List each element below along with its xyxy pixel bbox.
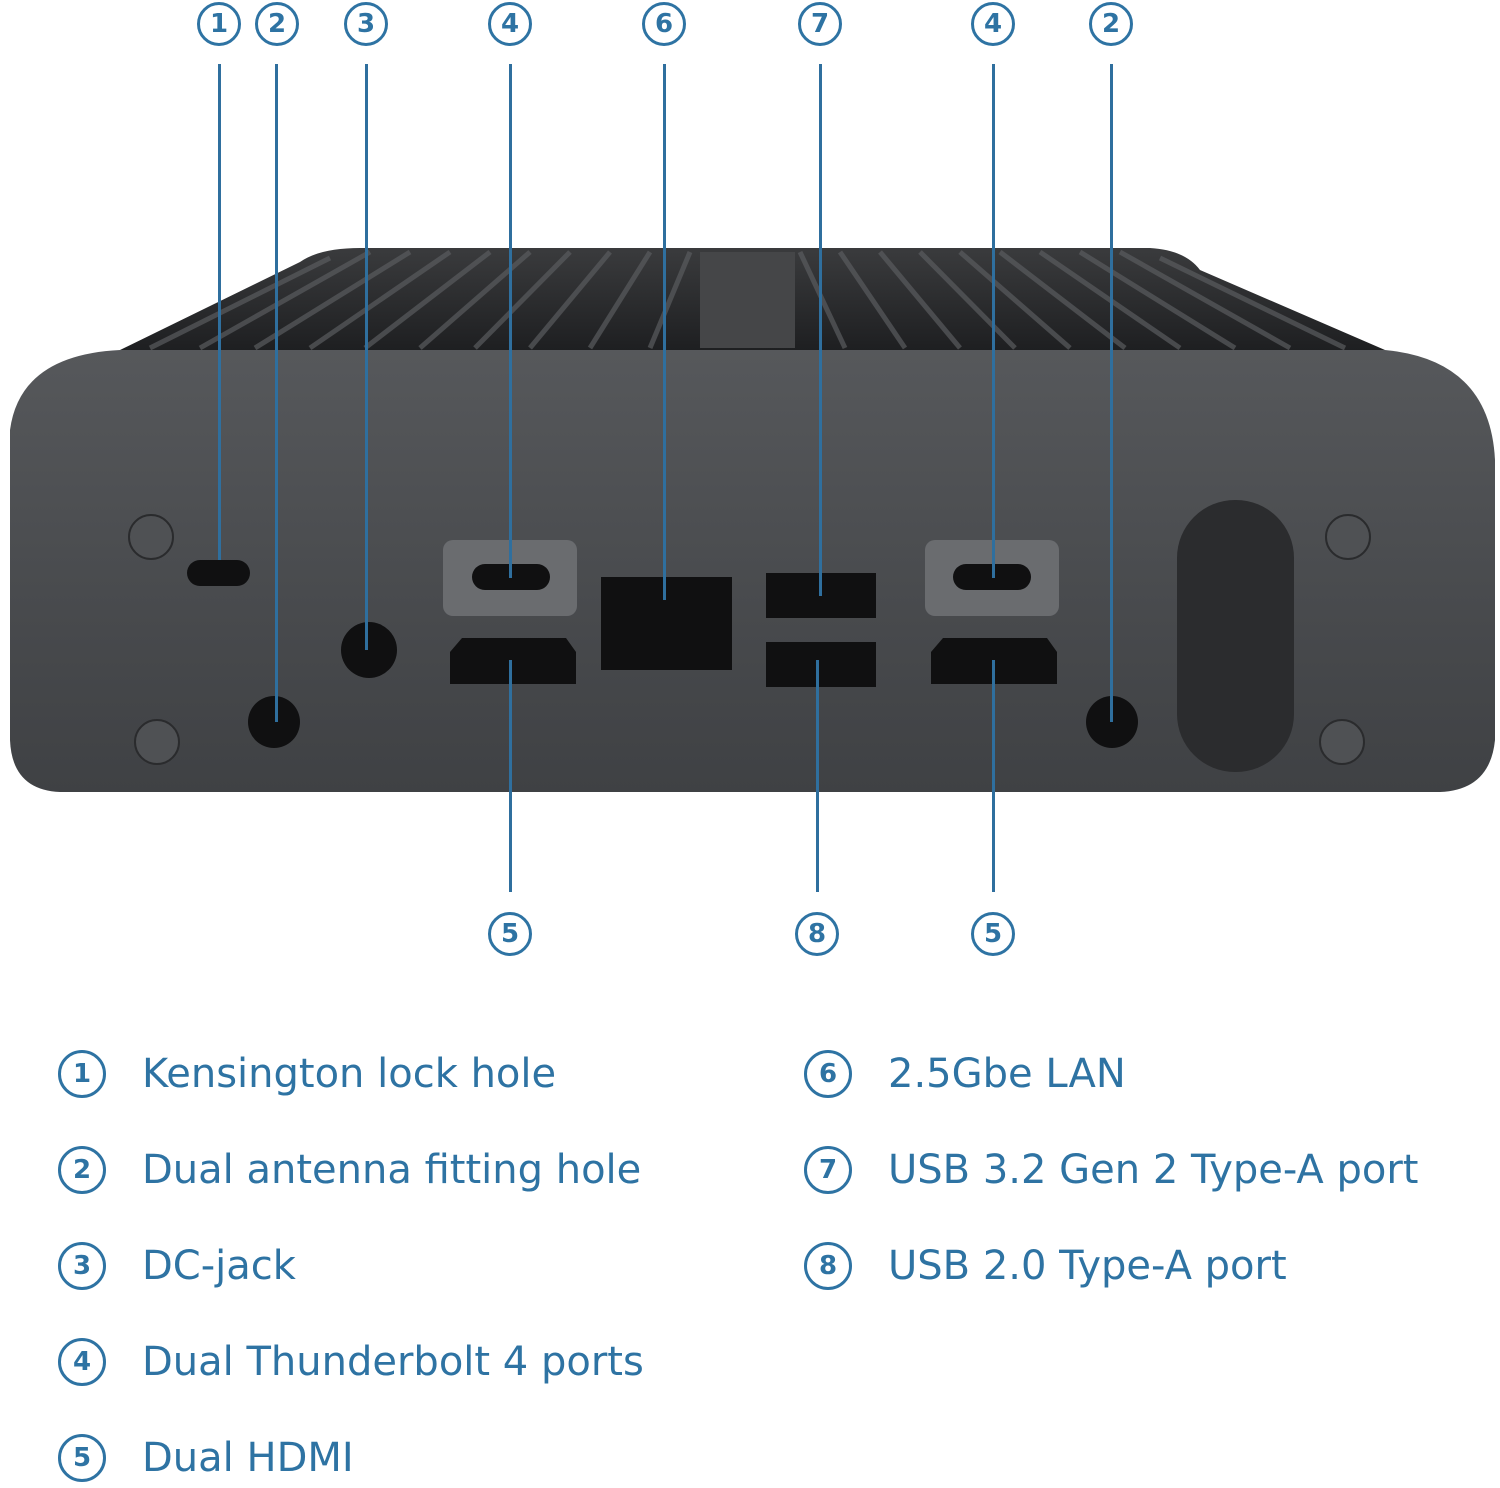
leader-line bbox=[274, 64, 278, 722]
callout-badge: 5 bbox=[971, 912, 1015, 956]
legend-label: USB 2.0 Type-A port bbox=[888, 1243, 1287, 1289]
callout-badge: 4 bbox=[971, 2, 1015, 46]
legend-item: 3 DC-jack bbox=[58, 1236, 296, 1296]
callout-badge: 8 bbox=[795, 912, 839, 956]
legend-label: DC-jack bbox=[142, 1243, 296, 1289]
legend-item: 1 Kensington lock hole bbox=[58, 1044, 556, 1104]
legend-number: 2 bbox=[58, 1146, 106, 1194]
hdmi-port-left bbox=[450, 638, 576, 684]
rear-panel bbox=[10, 350, 1495, 792]
heatsink-center-pad bbox=[700, 252, 795, 348]
callout-badge: 7 bbox=[798, 2, 842, 46]
port-legend: 1 Kensington lock hole 2 Dual antenna fi… bbox=[0, 1020, 1500, 1484]
legend-item: 6 2.5Gbe LAN bbox=[804, 1044, 1126, 1104]
dc-jack bbox=[341, 622, 397, 678]
leader-line bbox=[991, 64, 995, 578]
callout-badge: 1 bbox=[197, 2, 241, 46]
callout-badge: 3 bbox=[344, 2, 388, 46]
screw-icon bbox=[134, 719, 180, 765]
legend-item: 8 USB 2.0 Type-A port bbox=[804, 1236, 1287, 1296]
callout-badge: 6 bbox=[642, 2, 686, 46]
legend-item: 5 Dual HDMI bbox=[58, 1428, 354, 1488]
legend-label: Dual antenna fitting hole bbox=[142, 1147, 642, 1193]
leader-line bbox=[818, 64, 822, 596]
legend-label: Dual HDMI bbox=[142, 1435, 354, 1481]
leader-line bbox=[991, 660, 995, 892]
legend-label: 2.5Gbe LAN bbox=[888, 1051, 1126, 1097]
callout-badge: 5 bbox=[488, 912, 532, 956]
legend-item: 7 USB 3.2 Gen 2 Type-A port bbox=[804, 1140, 1419, 1200]
leader-line bbox=[217, 64, 221, 560]
legend-item: 4 Dual Thunderbolt 4 ports bbox=[58, 1332, 644, 1392]
screw-icon bbox=[128, 514, 174, 560]
legend-label: Kensington lock hole bbox=[142, 1051, 557, 1097]
legend-number: 6 bbox=[804, 1050, 852, 1098]
port-diagram: 1 2 3 4 6 7 4 2 5 8 5 bbox=[10, 2, 1495, 956]
mini-pc-rear-illustration bbox=[10, 248, 1495, 792]
antenna-hole-left bbox=[248, 696, 300, 748]
callout-badge: 2 bbox=[255, 2, 299, 46]
heatsink-fins bbox=[148, 249, 1347, 351]
legend-number: 4 bbox=[58, 1338, 106, 1386]
screw-icon bbox=[1319, 719, 1365, 765]
leader-line bbox=[662, 64, 666, 600]
oval-cover bbox=[1177, 500, 1294, 772]
leader-line bbox=[508, 64, 512, 578]
legend-number: 3 bbox=[58, 1242, 106, 1290]
leader-line bbox=[364, 64, 368, 650]
legend-number: 1 bbox=[58, 1050, 106, 1098]
screws bbox=[128, 514, 1371, 765]
antenna-hole-right bbox=[1086, 696, 1138, 748]
legend-item: 2 Dual antenna fitting hole bbox=[58, 1140, 641, 1200]
legend-label: Dual Thunderbolt 4 ports bbox=[142, 1339, 644, 1385]
legend-number: 5 bbox=[58, 1434, 106, 1482]
leader-line bbox=[508, 660, 512, 892]
lan-port bbox=[601, 577, 732, 670]
legend-number: 8 bbox=[804, 1242, 852, 1290]
kensington-slot bbox=[187, 560, 250, 586]
legend-number: 7 bbox=[804, 1146, 852, 1194]
leader-line bbox=[815, 660, 819, 892]
callout-badge: 4 bbox=[488, 2, 532, 46]
usb-2-0-port bbox=[766, 642, 876, 687]
legend-label: USB 3.2 Gen 2 Type-A port bbox=[888, 1147, 1419, 1193]
screw-icon bbox=[1325, 514, 1371, 560]
callout-badge: 2 bbox=[1089, 2, 1133, 46]
leader-line bbox=[1109, 64, 1113, 722]
